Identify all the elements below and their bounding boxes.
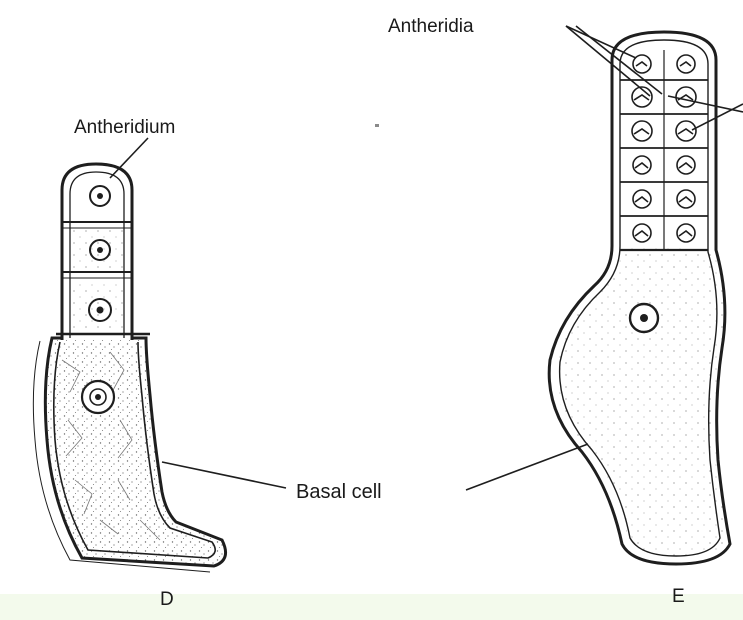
figure-e-antheridia-grid — [620, 50, 708, 250]
label-basal-cell: Basal cell — [296, 481, 382, 503]
figure-e-basal-cell — [555, 246, 728, 556]
label-figure-e: E — [672, 586, 685, 607]
leader-antheridia-3 — [576, 26, 662, 94]
label-antheridium: Antheridium — [74, 117, 175, 138]
label-figure-d: D — [160, 589, 174, 610]
figure-d-nucleus-basal — [82, 381, 114, 413]
bottom-band — [0, 594, 743, 620]
leader-basal-d — [162, 462, 286, 488]
leader-antheridium — [110, 138, 148, 178]
figure-e-nucleus — [630, 304, 658, 332]
stray-mark — [375, 124, 379, 127]
figure-e-drawing — [549, 32, 730, 564]
leader-antheridia-1 — [566, 26, 636, 58]
leader-antheridia-2 — [566, 26, 650, 96]
figure-d-drawing — [33, 164, 225, 572]
label-antheridia: Antheridia — [388, 16, 474, 37]
leader-basal-e — [466, 444, 588, 490]
figure-d-basal-cell — [45, 338, 225, 566]
